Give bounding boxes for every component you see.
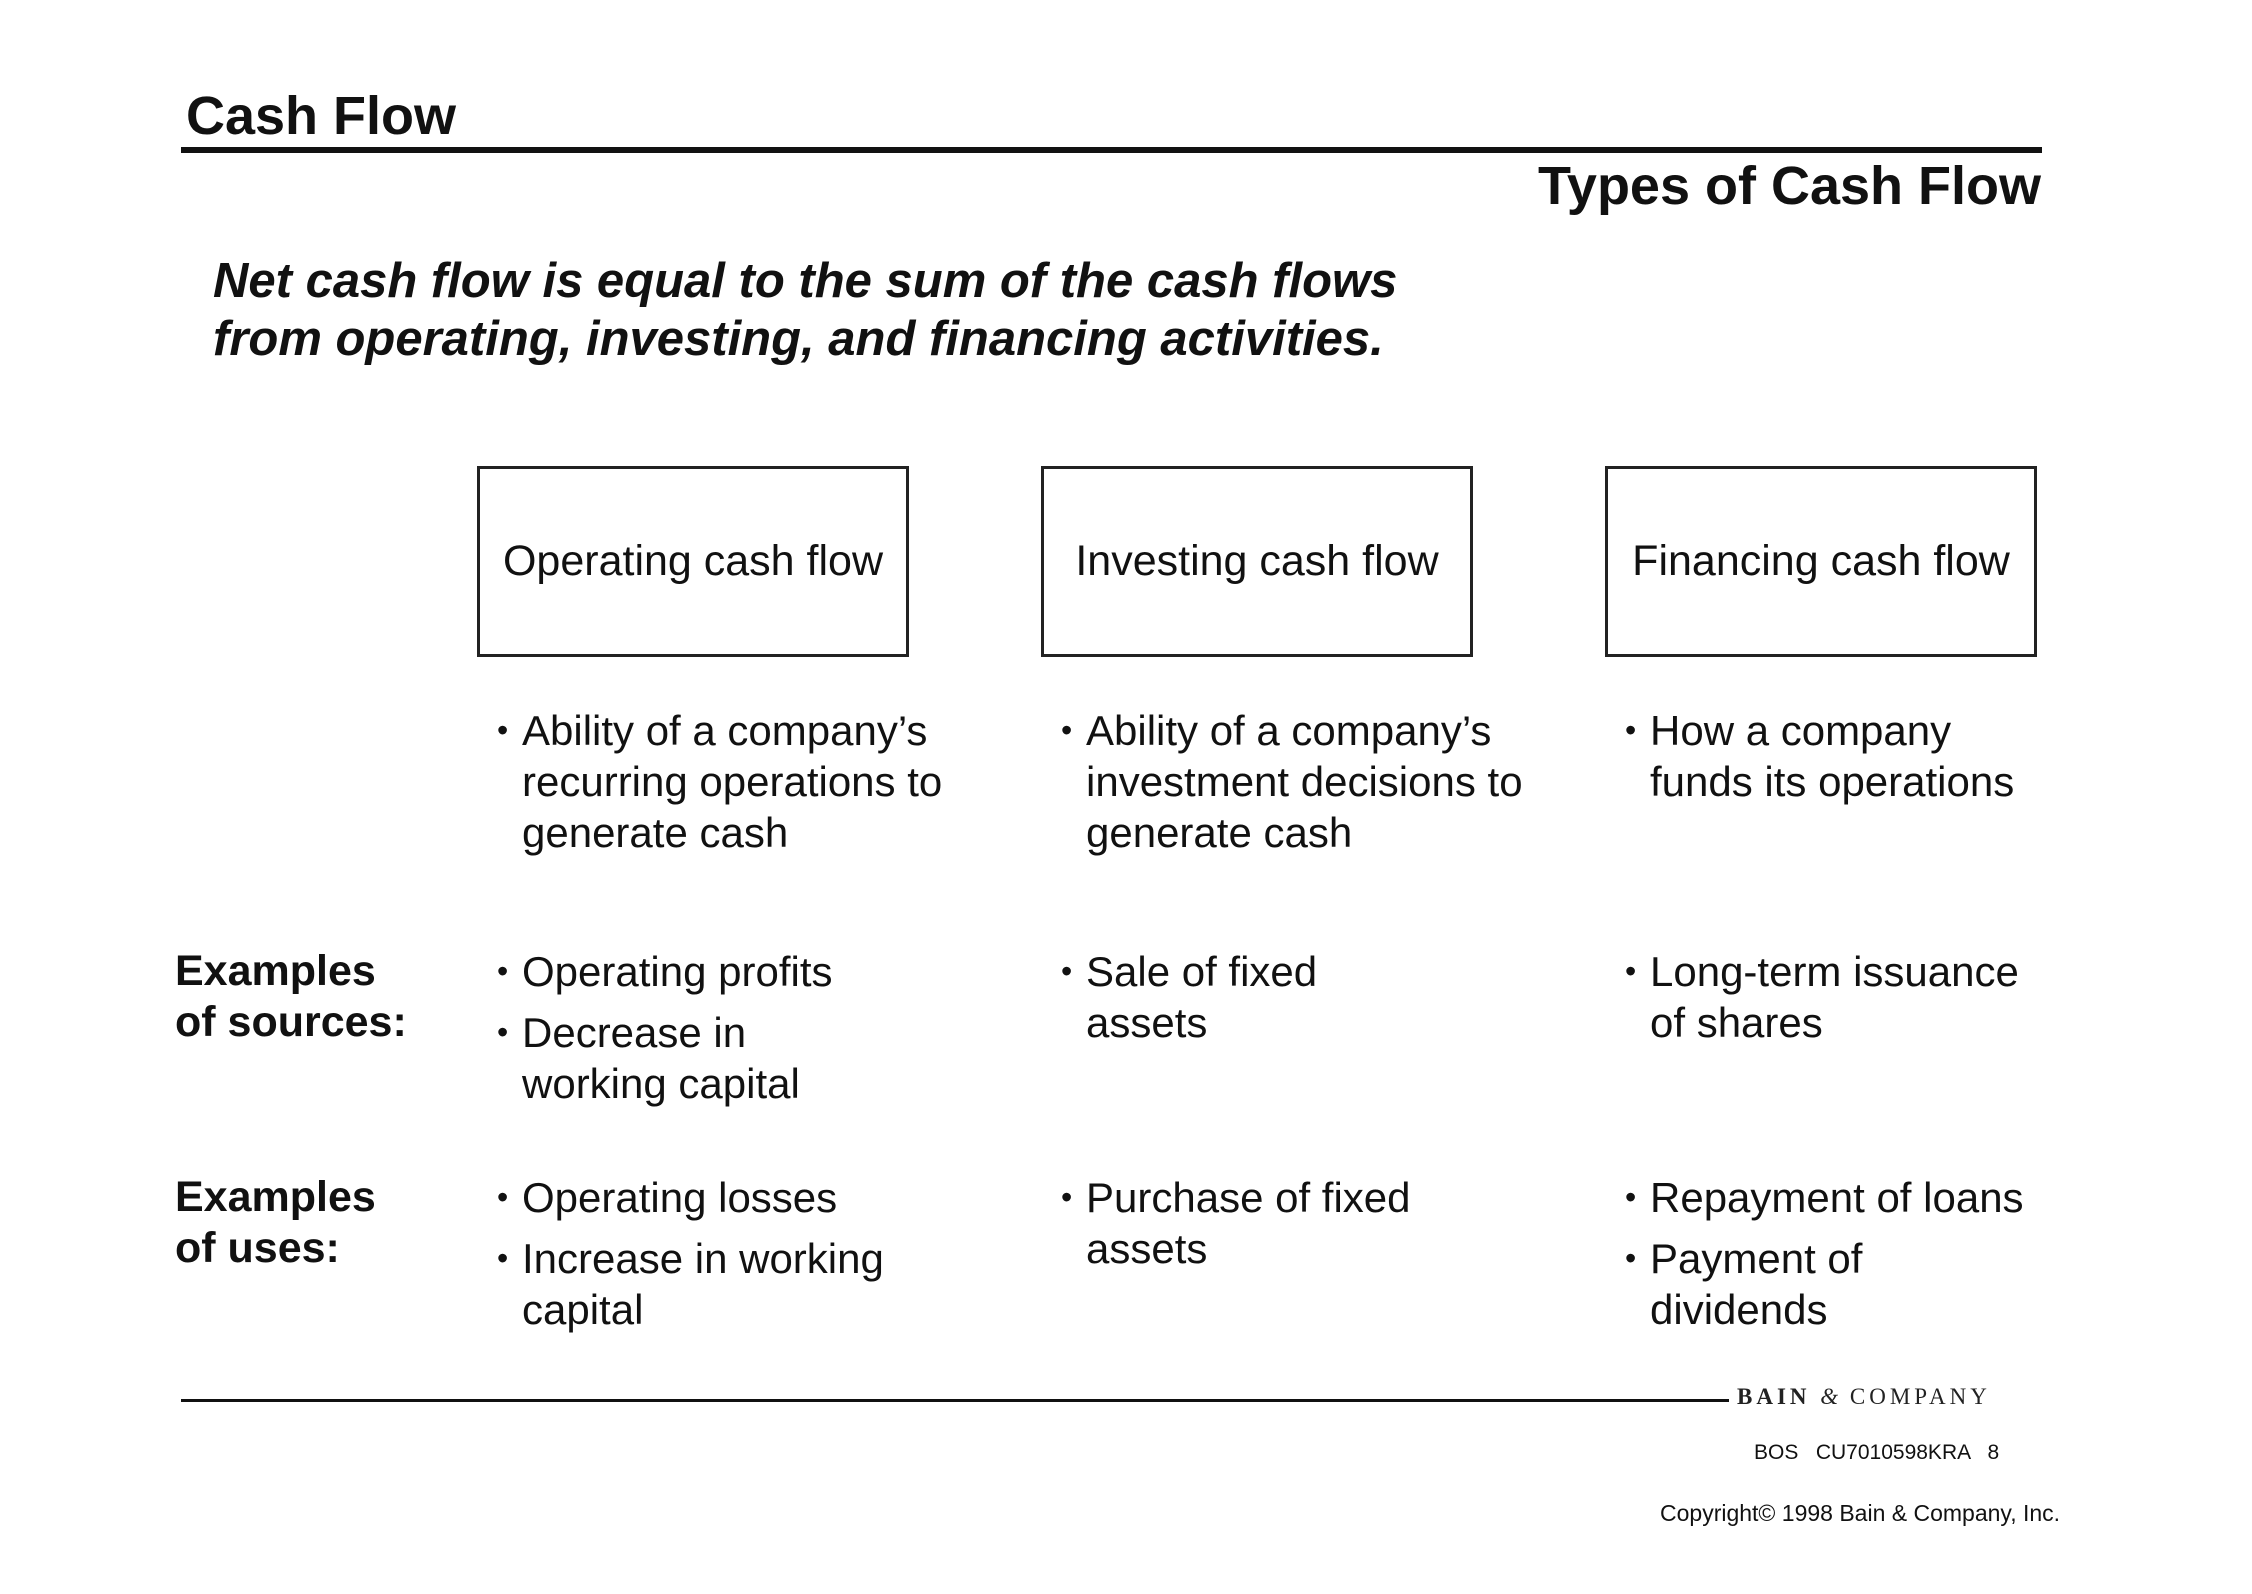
list-item: • Operating profits: [497, 948, 833, 995]
operating-description: • Ability of a company’s recurring opera…: [497, 705, 1017, 868]
headline-line-1: Net cash flow is equal to the sum of the…: [213, 254, 1398, 308]
list-item: • Payment of dividends: [1625, 1235, 1863, 1333]
operating-cash-flow-label: Operating cash flow: [502, 537, 884, 585]
financing-cash-flow-box: Financing cash flow: [1605, 466, 2037, 657]
investing-sources: • Sale of fixed assets: [1061, 946, 1581, 1058]
list-item: • Operating losses: [497, 1174, 838, 1221]
bullet-icon: •: [1061, 1179, 1073, 1215]
bain-company-logo: BAIN & COMPANY: [1737, 1384, 1991, 1409]
investing-cash-flow-box: Investing cash flow: [1041, 466, 1473, 657]
bullet-icon: •: [497, 1179, 509, 1215]
copyright-notice: Copyright© 1998 Bain & Company, Inc.: [1660, 1500, 2061, 1526]
operating-cash-flow-box: Operating cash flow: [477, 466, 909, 657]
slide-title: Cash Flow: [186, 86, 457, 146]
list-item: • Increase in working capital: [497, 1235, 884, 1333]
financing-description: • How a company funds its operations: [1625, 705, 2145, 817]
financing-cash-flow-label: Financing cash flow: [1632, 537, 2010, 585]
list-item: • Ability of a company’s recurring opera…: [497, 707, 943, 856]
slide-subtitle: Types of Cash Flow: [1537, 156, 2041, 216]
operating-sources: • Operating profits • Decrease in workin…: [497, 946, 1017, 1119]
bullet-icon: •: [1625, 1179, 1637, 1215]
list-item: • Repayment of loans: [1625, 1174, 2024, 1221]
bullet-icon: •: [1061, 712, 1073, 748]
investing-uses: • Purchase of fixed assets: [1061, 1172, 1581, 1284]
bullet-icon: •: [1625, 1240, 1637, 1276]
list-item: • Purchase of fixed assets: [1061, 1174, 1411, 1272]
list-item: • Decrease in working capital: [497, 1009, 800, 1107]
headline: Net cash flow is equal to the sum of the…: [213, 252, 1513, 368]
list-item: • Ability of a company’s investment deci…: [1061, 707, 1523, 856]
footer-divider: [181, 1399, 1729, 1402]
list-item: • How a company funds its operations: [1625, 707, 2015, 805]
bullet-icon: •: [497, 953, 509, 989]
bullet-icon: •: [1625, 953, 1637, 989]
bullet-icon: •: [497, 1240, 509, 1276]
bullet-icon: •: [497, 712, 509, 748]
bullet-icon: •: [1061, 953, 1073, 989]
financing-uses: • Repayment of loans • Payment of divide…: [1625, 1172, 2145, 1345]
investing-description: • Ability of a company’s investment deci…: [1061, 705, 1581, 868]
investing-cash-flow-label: Investing cash flow: [1075, 537, 1439, 585]
uses-row-label: Examples of uses:: [175, 1173, 376, 1272]
list-item: • Long-term issuance of shares: [1625, 948, 2019, 1046]
operating-uses: • Operating losses • Increase in working…: [497, 1172, 1017, 1345]
sources-row-label: Examples of sources:: [175, 947, 407, 1046]
list-item: • Sale of fixed assets: [1061, 948, 1318, 1046]
title-divider: [181, 147, 2042, 153]
bullet-icon: •: [497, 1014, 509, 1050]
headline-line-2: from operating, investing, and financing…: [213, 312, 1384, 366]
financing-sources: • Long-term issuance of shares: [1625, 946, 2145, 1058]
bullet-icon: •: [1625, 712, 1637, 748]
slide-code: BOS CU7010598KRA 8: [1754, 1441, 2000, 1464]
